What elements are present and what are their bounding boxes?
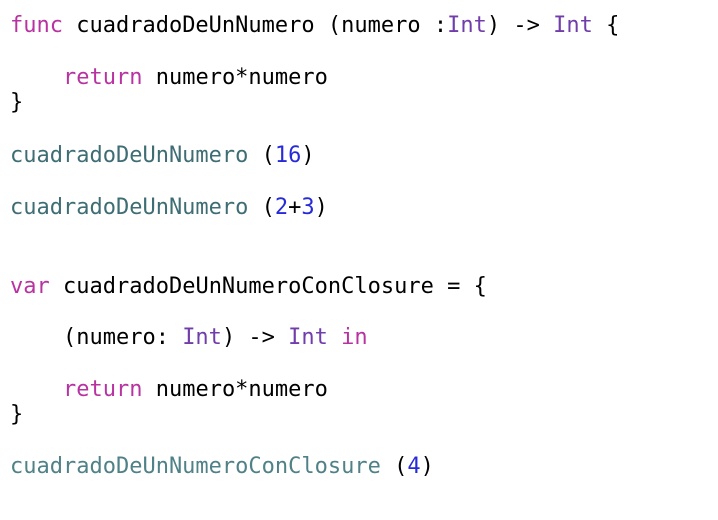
keyword-token: return [62,65,143,90]
keyword-token: func [10,13,63,38]
number-token: 3 [301,195,315,220]
plain-token: numero*numero [142,377,328,402]
type-token: Int [288,325,328,350]
plain-token: ) -> [486,13,554,38]
keyword-token: in [341,325,368,350]
plain-token: { [592,13,620,38]
plain-token: ( [380,454,408,479]
function-call-token: cuadradoDeUnNumero [10,143,249,168]
code-line-closure-return: return numero*numero [10,377,328,403]
number-token: 4 [407,454,421,479]
code-line-closing-brace: } [10,90,23,116]
plain-token: (numero: [10,325,183,350]
code-line-closure-signature: (numero: Int) -> Int in [10,325,368,351]
plain-token: ( [248,195,275,220]
plain-token [10,377,63,402]
plain-token [10,65,63,90]
plain-token: } [10,402,24,427]
plain-token: cuadradoDeUnNumeroConClosure = { [49,274,487,299]
plain-token: ) [301,143,315,168]
code-line-func-declaration: func cuadradoDeUnNumero (numero :Int) ->… [10,13,619,39]
plain-token [328,325,341,350]
code-line-return: return numero*numero [10,65,328,91]
plain-token: ( [248,143,275,168]
keyword-token: return [62,377,143,402]
variable-call-token: cuadradoDeUnNumeroConClosure [10,454,381,479]
plain-token: numero*numero [142,65,328,90]
plain-token: ) [314,195,328,220]
plain-token: } [10,90,24,115]
code-line-call-2-plus-3: cuadradoDeUnNumero (2+3) [10,195,328,221]
plain-token: ) [420,454,434,479]
plain-token: ) -> [221,325,289,350]
code-line-closure-closing-brace: } [10,402,23,428]
type-token: Int [553,13,593,38]
number-token: 2 [274,195,289,220]
code-line-closure-call-4: cuadradoDeUnNumeroConClosure (4) [10,454,434,480]
type-token: Int [447,13,487,38]
keyword-token: var [10,274,50,299]
number-token: 16 [274,143,302,168]
code-line-var-closure: var cuadradoDeUnNumeroConClosure = { [10,274,487,300]
plain-token: + [288,195,302,220]
code-line-call-16: cuadradoDeUnNumero (16) [10,143,315,169]
function-call-token: cuadradoDeUnNumero [10,195,249,220]
plain-token: cuadradoDeUnNumero (numero : [62,13,448,38]
type-token: Int [182,325,222,350]
